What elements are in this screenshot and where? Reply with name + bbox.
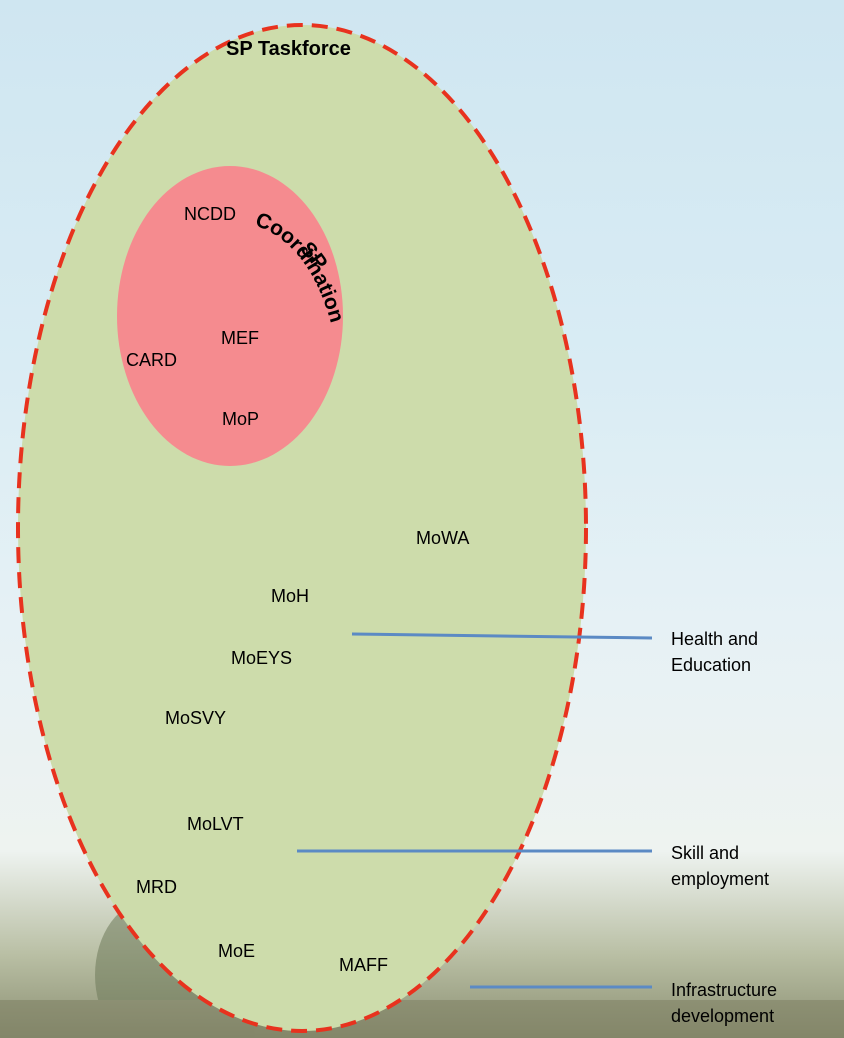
side-label-infra-line2: development: [671, 1006, 775, 1026]
member-mop: MoP: [222, 409, 260, 429]
member-ncdd: NCDD: [184, 204, 236, 224]
side-label-infrastructure: Infrastructure development: [671, 977, 841, 1029]
sp-coordination-ellipse: [117, 166, 343, 466]
side-label-skill-line2: employment: [671, 869, 770, 889]
connector-health-education: [351, 632, 653, 640]
side-label-health-education: Health and Education: [671, 626, 841, 678]
member-maff: MAFF: [339, 955, 388, 975]
member-mef: MEF: [221, 328, 259, 348]
member-mosvy: MoSVY: [165, 708, 227, 728]
member-mrd: MRD: [136, 877, 177, 897]
side-label-health-line1: Health and: [671, 629, 759, 649]
member-card: CARD: [126, 350, 178, 370]
sp-taskforce-ellipse: [16, 23, 588, 1033]
member-mowa: MoWA: [416, 528, 470, 548]
member-moeys: MoEYS: [231, 648, 293, 668]
side-label-skill-employment: Skill and employment: [671, 840, 841, 892]
side-label-health-line2: Education: [671, 655, 752, 675]
side-label-skill-line1: Skill and: [671, 843, 740, 863]
sp-taskforce-title: SP Taskforce: [226, 38, 351, 60]
side-label-infra-line1: Infrastructure: [671, 980, 778, 1000]
member-moe: MoE: [218, 941, 256, 961]
member-moh: MoH: [271, 586, 310, 606]
member-molvt: MoLVT: [187, 814, 244, 834]
